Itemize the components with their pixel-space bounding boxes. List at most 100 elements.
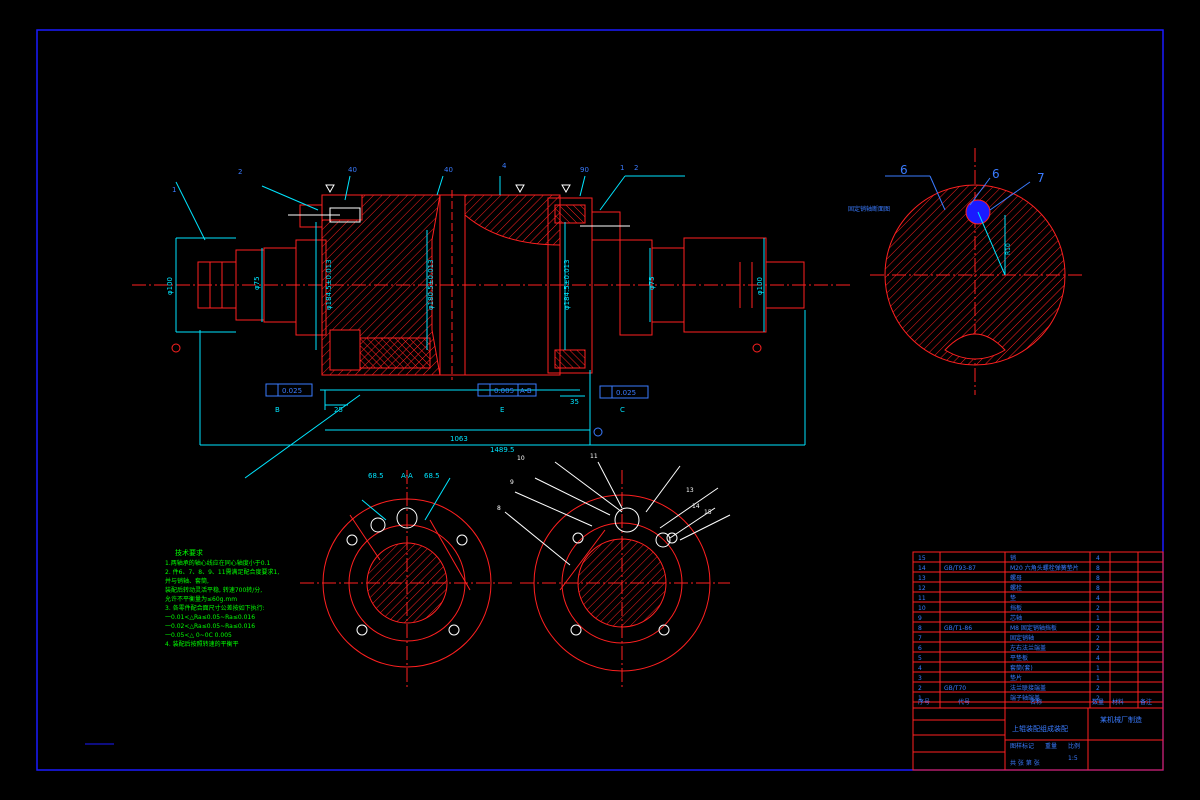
- bom-cell-name: 平垫板: [1010, 654, 1028, 662]
- bom-header-qty: 数量: [1092, 698, 1104, 706]
- bom-cell-qty: 8: [1096, 565, 1100, 572]
- drawing-ratio: 比例: [1068, 742, 1080, 750]
- tol-right: 0.025: [616, 389, 636, 397]
- bom-cell-qty: 8: [1096, 575, 1100, 582]
- note-line: 一0.05<△ 0~0C 0.005: [165, 632, 232, 639]
- bom-cell-qty: 1: [1096, 675, 1100, 682]
- bom-header-material: 材料: [1112, 698, 1124, 706]
- drawing-name: 上辊装配组成装配: [1012, 724, 1068, 733]
- bom-cell-name: 销: [1010, 554, 1016, 562]
- bom-cell-name: 套筒(套): [1010, 664, 1033, 672]
- bom-cell-name: 固定销轴: [1010, 634, 1034, 642]
- bom-cell-no: 13: [918, 575, 926, 582]
- note-line: 允许不平衡量为≤60g.mm: [165, 595, 237, 603]
- bom-cell-qty: 4: [1096, 595, 1100, 602]
- bom-cell-name: M20 六角头螺栓弹簧垫片: [1010, 564, 1079, 572]
- bom-header-code: 代号: [958, 698, 970, 706]
- notes-title: 技术要求: [175, 548, 203, 557]
- tol-left: 0.025: [282, 387, 302, 395]
- datum-c: C: [620, 406, 625, 414]
- bom-cell-no: 15: [918, 555, 926, 562]
- note-line: 4. 装配后按照转速的平衡平: [165, 640, 239, 648]
- bom-cell-no: 7: [918, 635, 922, 642]
- dim-len-left: 25: [334, 406, 343, 414]
- right-callout-9: 9: [510, 479, 514, 486]
- callout-2-right: 2: [634, 164, 638, 172]
- side-callout-6b: 6: [992, 167, 1000, 181]
- dim-flange-dia-left: φ184.5±0.013: [325, 259, 333, 310]
- right-callout-10: 10: [517, 455, 525, 462]
- bom-cell-name: 法兰联接端盖: [1010, 684, 1046, 692]
- side-callout-6a: 6: [900, 163, 908, 177]
- bom-cell-no: 4: [918, 665, 922, 672]
- note-line: 2. 件6、7、8、9、11需满足配合度要求1,: [165, 568, 279, 576]
- right-callout-13: 13: [686, 487, 694, 494]
- callout-1-left: 1: [172, 186, 176, 194]
- bom-cell-qty: 2: [1096, 635, 1100, 642]
- drawing-org: 某机械厂制造: [1100, 715, 1142, 724]
- dim-flange-dia-right: φ184.5±0.013: [563, 259, 571, 310]
- right-callout-14: 14: [692, 503, 700, 510]
- note-line: 装配后转动灵活平稳, 转速700转/分,: [165, 586, 262, 594]
- right-callout-8: 8: [497, 505, 501, 512]
- drawing-stage: 图样标记: [1010, 742, 1034, 750]
- flange-angle-2: 68.5: [424, 472, 440, 480]
- dim-len-right: 35: [570, 398, 579, 406]
- callout-4: 4: [502, 162, 507, 170]
- bom-cell-no: 5: [918, 655, 922, 662]
- flange-view-right: 10 11 9 8 13 14 15: [497, 453, 731, 690]
- bom-cell-no: 6: [918, 645, 922, 652]
- bom-cell-qty: 4: [1096, 555, 1100, 562]
- bom-cell-code: GB/T1-86: [944, 625, 972, 632]
- side-section-view: 6 6 7 固定销轴断面图 R10: [848, 148, 1082, 395]
- bom-cell-name: 挡板: [1010, 604, 1022, 612]
- right-callout-15: 15: [704, 509, 712, 516]
- bom-cell-no: 3: [918, 675, 922, 682]
- bom-cell-no: 11: [918, 595, 926, 602]
- callout-40-mid: 40: [444, 166, 453, 174]
- callout-2-left: 2: [238, 168, 242, 176]
- dim-len-total: 1489.5: [490, 446, 515, 454]
- bom-cell-qty: 4: [1096, 655, 1100, 662]
- main-assembly-view: φ100 φ75 φ184.5±0.013 φ180.5±0.013 φ184.…: [132, 162, 850, 479]
- right-callout-11: 11: [590, 453, 598, 460]
- bom-cell-qty: 2: [1096, 605, 1100, 612]
- bom-header-no: 序号: [918, 698, 930, 706]
- bom-cell-name: M8 固定销轴挡板: [1010, 624, 1057, 632]
- tol-mid-ref: A-B: [520, 387, 532, 395]
- callout-1-right: 1: [620, 164, 624, 172]
- flange-view-label: A-A: [401, 472, 413, 480]
- note-line: 一0.01<△Ra≤0.05~Ra≤0.016: [165, 614, 255, 621]
- bom-cell-no: 14: [918, 565, 926, 572]
- bom-cell-no: 10: [918, 605, 926, 612]
- datum-b: E: [500, 406, 504, 414]
- side-radius: R10: [1005, 243, 1012, 255]
- side-callout-7: 7: [1037, 171, 1045, 185]
- bom-cell-name: 左右法兰端盖: [1010, 644, 1046, 652]
- bom-cell-name: 螺栓: [1010, 584, 1022, 592]
- side-section-label: 固定销轴断面图: [848, 205, 890, 213]
- callout-40-left: 40: [348, 166, 357, 174]
- datum-a: B: [275, 406, 280, 414]
- dim-len-inner: 1063: [450, 435, 468, 443]
- note-line: 并与销轴、套筒,: [165, 577, 209, 585]
- drawing-border: [36, 29, 1164, 771]
- bom-cell-name: 垫: [1010, 594, 1016, 602]
- bom-cell-no: 1: [918, 695, 922, 702]
- tol-mid: 0.005: [494, 387, 514, 395]
- flange-angle-1: 68.5: [368, 472, 384, 480]
- technical-notes: 技术要求 1.两轴承的轴心线应在同心轴度小于0.1 2. 件6、7、8、9、11…: [165, 548, 279, 648]
- bom-cell-name: 芯轴: [1010, 614, 1022, 622]
- bom-cell-no: 8: [918, 625, 922, 632]
- bom-header-name: 名称: [1030, 698, 1042, 706]
- bom-cell-code: GB/T93-87: [944, 565, 976, 572]
- bom-cell-name: 螺母: [1010, 574, 1022, 582]
- bom-cell-qty: 1: [1096, 615, 1100, 622]
- bom-header-remark: 备注: [1140, 698, 1152, 706]
- dim-right-neck-dia: φ75: [648, 276, 656, 290]
- bom-cell-no: 2: [918, 685, 922, 692]
- drawing-sheet: 共 张 第 张: [1010, 759, 1040, 767]
- drawing-scale: 1:5: [1068, 755, 1078, 762]
